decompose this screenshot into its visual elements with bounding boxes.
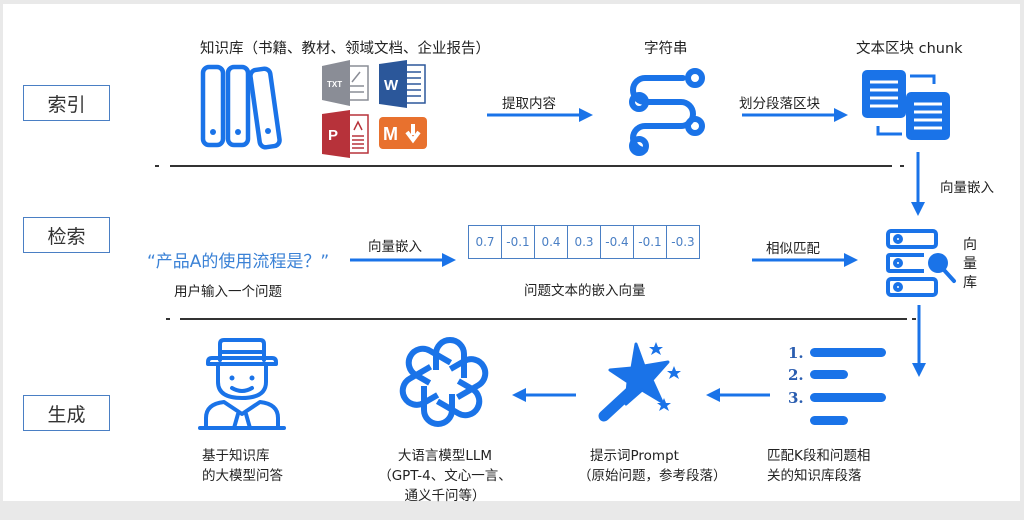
extract-arrow-label: 提取内容 bbox=[502, 96, 556, 112]
list-number: 2. bbox=[788, 366, 804, 384]
stage-index-label: 索引 bbox=[47, 93, 86, 116]
matched-caption: 匹配K段和问题相 关的知识库段落 bbox=[767, 446, 870, 486]
embed-down-label: 向量嵌入 bbox=[940, 180, 994, 196]
arrow-right-icon bbox=[350, 253, 456, 267]
list-bar bbox=[810, 416, 848, 425]
llm-caption-line: 大语言模型LLM bbox=[397, 448, 493, 464]
list-number: 1. bbox=[788, 344, 804, 362]
arrow-left-icon bbox=[706, 388, 770, 402]
prompt-caption-line: （原始问题，参考段落） bbox=[578, 468, 727, 484]
prompt-caption-line: 提示词Prompt bbox=[590, 448, 679, 464]
string-label: 字符串 bbox=[644, 41, 688, 57]
llm-caption-line: （GPT-4、文心一言、 bbox=[378, 468, 512, 484]
pdf-ppt-file-icon: P bbox=[322, 110, 369, 158]
document-chunk-icon bbox=[862, 70, 950, 140]
user-query-caption: 用户输入一个问题 bbox=[174, 284, 282, 300]
separator-dot bbox=[900, 165, 904, 167]
stage-retrieve-label: 检索 bbox=[47, 225, 86, 248]
answer-caption-line: 基于知识库 bbox=[202, 448, 270, 464]
arrow-right-icon bbox=[752, 253, 858, 267]
vector-db-label-char: 量 bbox=[963, 256, 977, 272]
vector-db-label-char: 库 bbox=[963, 275, 977, 291]
word-file-icon: W bbox=[379, 60, 426, 108]
markdown-file-icon: M bbox=[379, 117, 427, 149]
diagram-canvas bbox=[3, 4, 1020, 501]
list-number: 3. bbox=[788, 389, 804, 407]
stage-generate-box: 生成 bbox=[23, 395, 110, 431]
list-bar bbox=[810, 393, 886, 402]
arrow-right-icon bbox=[742, 108, 848, 122]
vector-caption: 问题文本的嵌入向量 bbox=[524, 283, 646, 299]
llm-caption: 大语言模型LLM （GPT-4、文心一言、 通义千问等） bbox=[370, 446, 520, 506]
vector-cell: 0.7 bbox=[469, 226, 502, 258]
list-bar bbox=[810, 370, 848, 379]
matched-caption-line: 关的知识库段落 bbox=[767, 468, 862, 484]
arrow-left-icon bbox=[512, 388, 576, 402]
binders-icon bbox=[200, 64, 282, 150]
embed-arrow-label: 向量嵌入 bbox=[368, 239, 422, 255]
user-query-text: “产品A的使用流程是？” bbox=[147, 252, 330, 272]
embedding-vector: 0.7 -0.1 0.4 0.3 -0.4 -0.1 -0.3 bbox=[468, 225, 700, 259]
stage-generate-label: 生成 bbox=[47, 403, 86, 426]
separator-line-1 bbox=[170, 165, 892, 167]
arrow-down-icon bbox=[912, 305, 926, 377]
svg-text:P: P bbox=[328, 127, 338, 144]
llm-openai-icon bbox=[399, 337, 489, 427]
arrow-down-icon bbox=[911, 152, 925, 216]
vector-cell: 0.4 bbox=[535, 226, 568, 258]
vector-cell: -0.4 bbox=[601, 226, 634, 258]
match-arrow-label: 相似匹配 bbox=[766, 241, 820, 257]
svg-text:M: M bbox=[383, 124, 398, 144]
answer-caption: 基于知识库 的大模型问答 bbox=[202, 446, 283, 486]
separator-dot bbox=[166, 318, 170, 320]
separator-line-2 bbox=[180, 318, 907, 320]
string-icon bbox=[629, 68, 705, 156]
matched-caption-line: 匹配K段和问题相 bbox=[767, 448, 871, 464]
llm-caption-line: 通义千问等） bbox=[404, 488, 486, 504]
person-answer-icon bbox=[198, 338, 286, 430]
vector-cell: 0.3 bbox=[568, 226, 601, 258]
split-arrow-label: 划分段落区块 bbox=[739, 96, 820, 112]
chunk-label: 文本区块 chunk bbox=[856, 41, 963, 57]
list-bar bbox=[810, 348, 886, 357]
vector-db-label: 向 量 库 bbox=[963, 236, 977, 293]
vector-cell: -0.1 bbox=[502, 226, 535, 258]
separator-dot bbox=[912, 318, 916, 320]
svg-text:W: W bbox=[384, 77, 399, 94]
vector-cell: -0.3 bbox=[671, 235, 695, 249]
vector-database-icon bbox=[886, 229, 956, 297]
vector-db-label-char: 向 bbox=[963, 237, 977, 253]
magic-wand-prompt-icon bbox=[598, 342, 681, 422]
knowledge-base-label: 知识库（书籍、教材、领域文档、企业报告） bbox=[200, 41, 490, 57]
svg-text:TXT: TXT bbox=[327, 80, 342, 89]
stage-index-box: 索引 bbox=[23, 85, 110, 121]
stage-retrieve-box: 检索 bbox=[23, 217, 110, 253]
answer-caption-line: 的大模型问答 bbox=[202, 468, 283, 484]
separator-dot bbox=[155, 165, 159, 167]
vector-cell: -0.1 bbox=[634, 226, 667, 258]
txt-file-icon: TXT bbox=[322, 60, 369, 106]
prompt-caption: 提示词Prompt （原始问题，参考段落） bbox=[578, 446, 727, 486]
arrow-right-icon bbox=[487, 108, 593, 122]
